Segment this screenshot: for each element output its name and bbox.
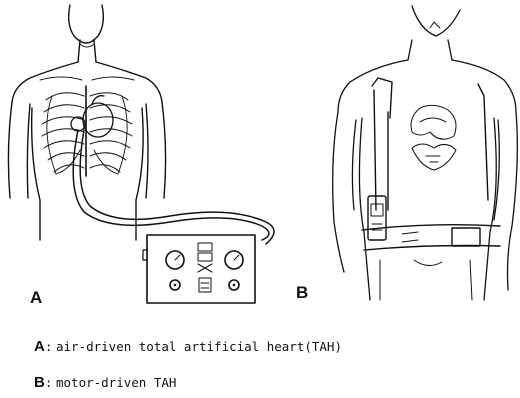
legend-separator-b: :	[45, 375, 53, 390]
legend-separator-a: :	[45, 339, 53, 354]
drive-console	[143, 235, 255, 303]
legend-text-b: motor-driven TAH	[56, 375, 176, 390]
battery-belt	[362, 225, 500, 250]
panel-label-a: A	[30, 288, 42, 308]
legend-text-a: air-driven total artificial heart(TAH)	[56, 339, 342, 354]
handheld-controller-b	[368, 196, 386, 240]
illustration	[0, 0, 520, 310]
patient-b-figure	[333, 6, 518, 300]
legend-key-a: A	[34, 338, 45, 355]
patient-a-figure	[8, 5, 165, 240]
chest-device-b	[411, 105, 456, 170]
legend-item-b: B: motor-driven TAH	[34, 374, 176, 391]
drive-tube	[73, 130, 274, 244]
shoulder-strap	[372, 78, 488, 210]
panel-label-b: B	[296, 283, 308, 303]
legend-item-a: A: air-driven total artificial heart(TAH…	[34, 338, 342, 355]
legend-key-b: B	[34, 374, 45, 391]
